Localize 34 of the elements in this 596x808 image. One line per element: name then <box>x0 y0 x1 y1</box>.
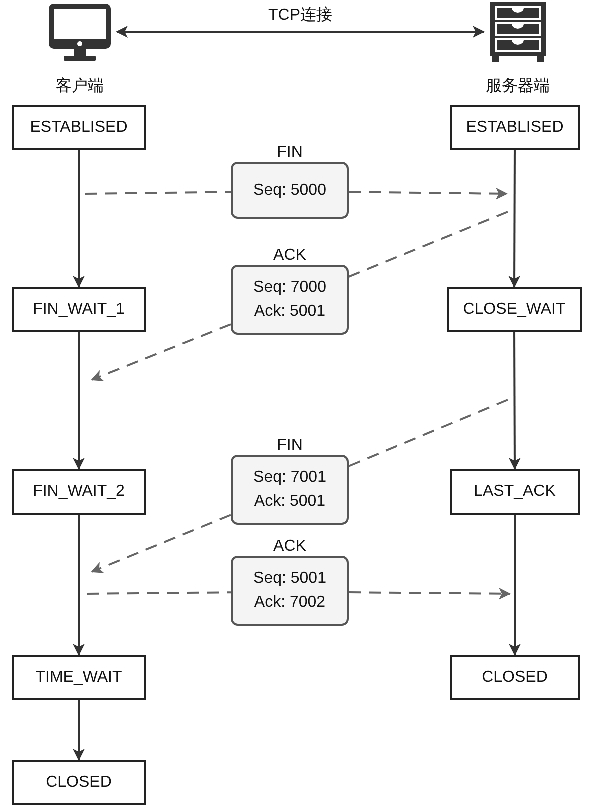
state-box: CLOSE_WAIT <box>447 287 582 332</box>
state-box: ESTABLISED <box>450 105 580 150</box>
arrow <box>73 700 85 761</box>
sequence-number-text: Seq: 7000 <box>254 279 326 297</box>
segment-type-label: FIN <box>277 437 303 455</box>
arrow <box>508 150 521 288</box>
sequence-number-text: Ack: 5001 <box>254 493 326 511</box>
sequence-number-text: Seq: 7001 <box>254 469 326 487</box>
segment-type-label: FIN <box>277 144 303 162</box>
state-box: FIN_WAIT_1 <box>12 287 146 332</box>
state-box: FIN_WAIT_2 <box>12 469 146 515</box>
state-box: TIME_WAIT <box>12 655 146 700</box>
state-box: CLOSED <box>12 760 146 805</box>
segment-type-label: ACK <box>274 538 306 556</box>
sequence-number-text: Ack: 7002 <box>254 594 326 612</box>
state-box: LAST_ACK <box>450 469 580 515</box>
dashed-arrow <box>349 588 511 600</box>
sequence-number-text: Ack: 5001 <box>254 303 326 321</box>
segment-type-label: ACK <box>274 247 306 265</box>
arrow <box>73 515 85 656</box>
state-box: CLOSED <box>450 655 580 700</box>
endpoint-label: 服务器端 <box>486 76 550 97</box>
sequence-number-text: Seq: 5000 <box>254 182 326 200</box>
endpoint-label: 客户端 <box>56 76 104 97</box>
state-box: ESTABLISED <box>12 105 146 150</box>
dashed-arrow <box>348 188 508 200</box>
arrow <box>509 515 521 656</box>
arrow <box>508 332 521 470</box>
arrow <box>73 332 85 470</box>
arrow <box>73 150 85 288</box>
sequence-number-text: Seq: 5001 <box>254 570 326 588</box>
arrow <box>116 26 485 38</box>
dashed-arrow <box>91 514 232 574</box>
dashed-arrow <box>91 324 232 382</box>
